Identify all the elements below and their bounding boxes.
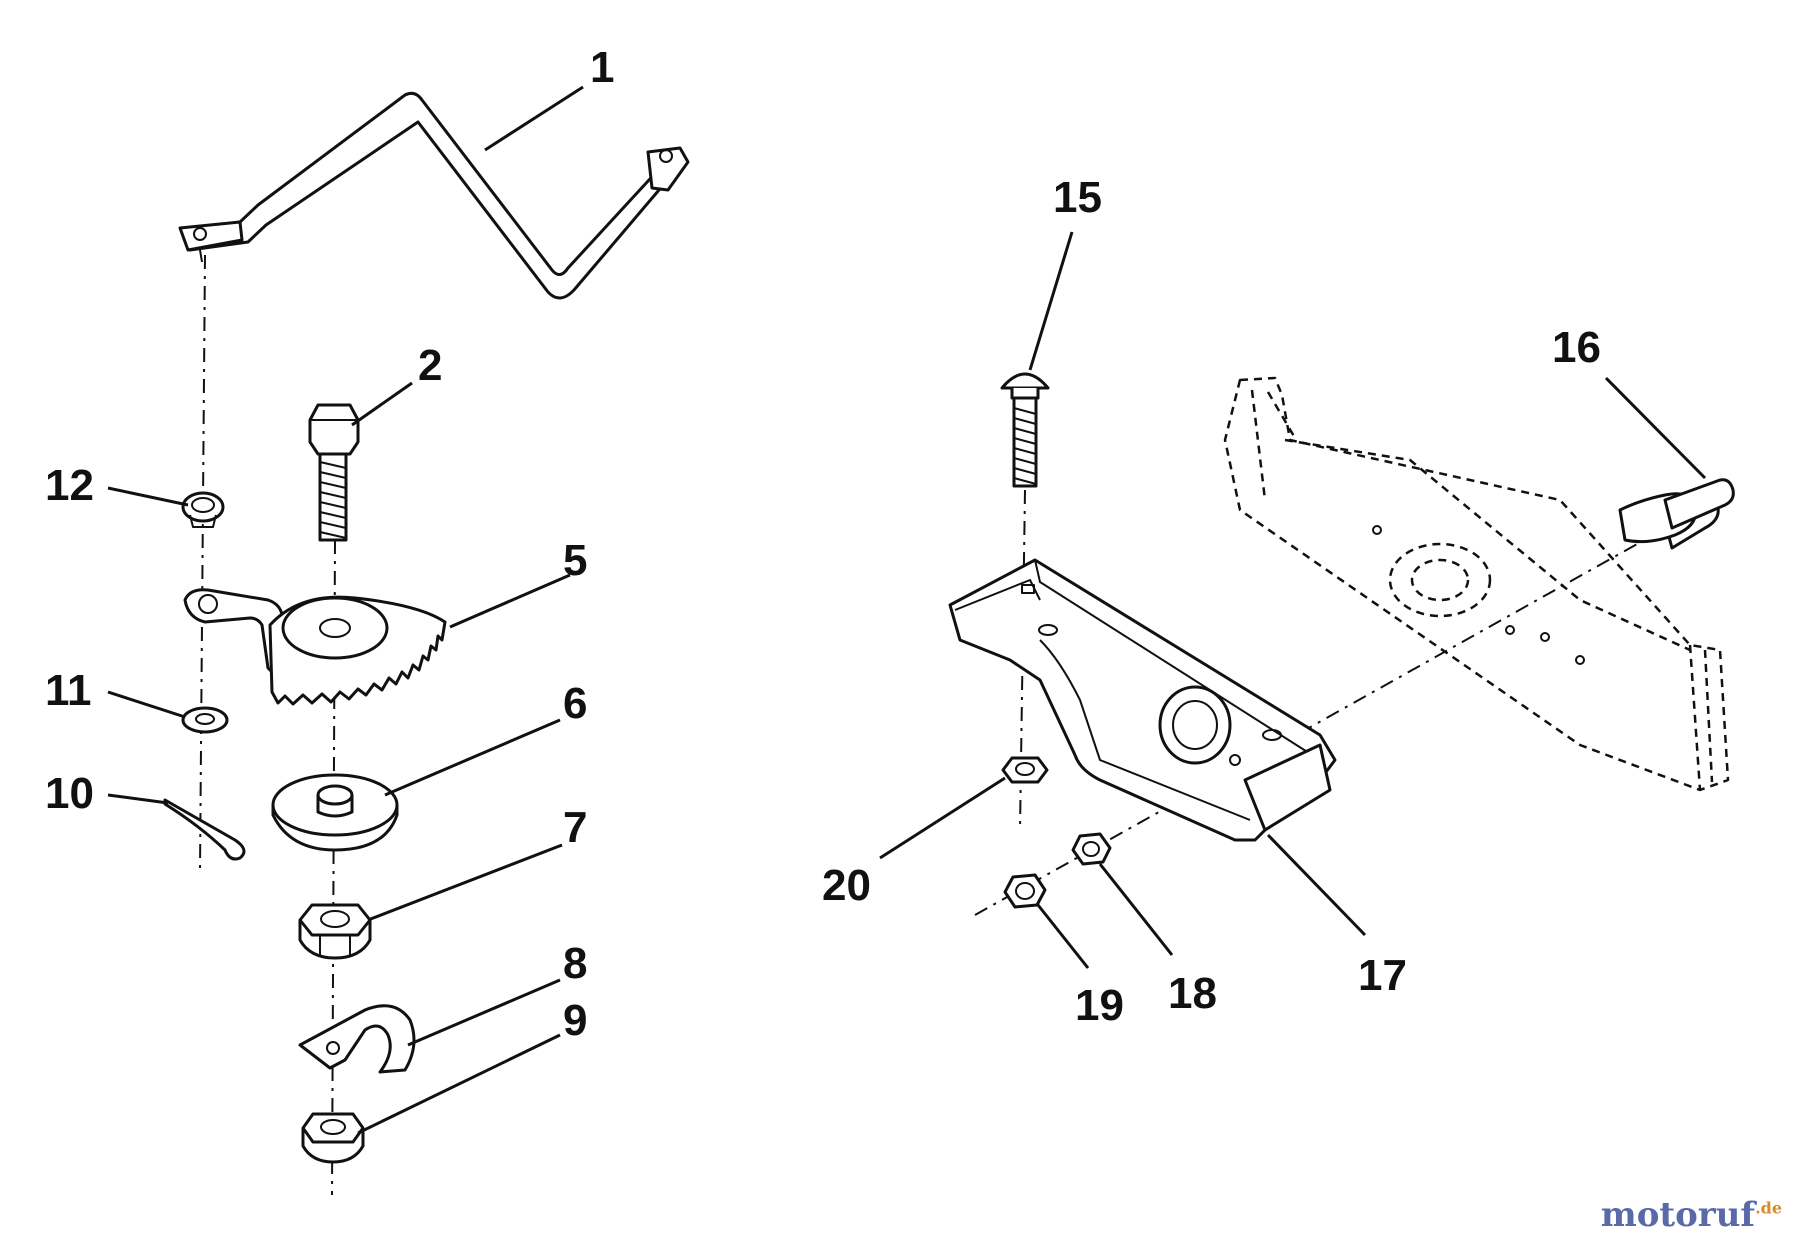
part-number-7: 7 [563,803,587,852]
part-number-19: 19 [1075,981,1124,1030]
hex-nut-part-7 [298,903,372,960]
part-number-8: 8 [563,939,587,988]
part-number-11: 11 [45,666,92,715]
leader-line-20 [879,776,1006,860]
part-number-17: 17 [1358,951,1407,1000]
leader-line-6 [384,718,561,797]
leader-line-19 [1036,904,1090,969]
part-number-10: 10 [45,769,94,818]
leader-line-5 [449,573,571,629]
part-number-18: 18 [1168,969,1217,1018]
watermark-main-text: motoruf [1600,1195,1756,1235]
leader-line-17 [1266,833,1367,937]
carriage-bolt-part-15 [1000,372,1050,488]
leader-line-1 [484,85,584,152]
hex-nut-part-9 [301,1112,365,1164]
leader-line-9 [357,1033,561,1135]
hex-nut-part-20 [1001,756,1049,784]
sector-gear-part-5 [183,588,447,706]
clip-bracket-part-8 [298,1004,416,1074]
part-number-15: 15 [1053,173,1102,222]
cotter-pin-part-10 [163,798,246,861]
hex-bolt-part-16 [1618,478,1735,550]
part-number-6: 6 [563,679,587,728]
part-number-1: 1 [590,43,614,92]
leader-line-10 [107,793,169,805]
leader-line-12 [107,486,189,507]
part-number-9: 9 [563,996,587,1045]
large-washer-part-6 [271,773,399,852]
part-number-12: 12 [45,461,94,510]
leader-line-15 [1028,231,1074,371]
hex-nut-part-19 [1003,873,1047,909]
leader-line-2 [351,381,413,427]
shift-rod-part-1 [178,91,690,300]
leader-line-11 [107,690,186,719]
hex-nut-part-18 [1071,832,1112,866]
leader-line-16 [1604,376,1707,480]
part-number-20: 20 [822,861,871,910]
flange-nut-part-12 [181,491,225,528]
part-number-2: 2 [418,341,442,390]
leader-line-7 [367,843,563,922]
leader-line-8 [407,978,561,1047]
watermark-logo: motoruf.de [1601,1195,1782,1235]
washer-part-11 [181,706,229,734]
watermark-suffix-text: .de [1755,1198,1782,1218]
frame-outline-phantom-part-16 [1223,376,1730,792]
leader-line-18 [1098,863,1174,956]
bracket-part-17 [948,558,1337,842]
hex-bolt-part-2 [308,403,360,542]
part-number-16: 16 [1552,323,1601,372]
part-number-5: 5 [563,536,587,585]
axis-line-left-link [199,254,206,871]
